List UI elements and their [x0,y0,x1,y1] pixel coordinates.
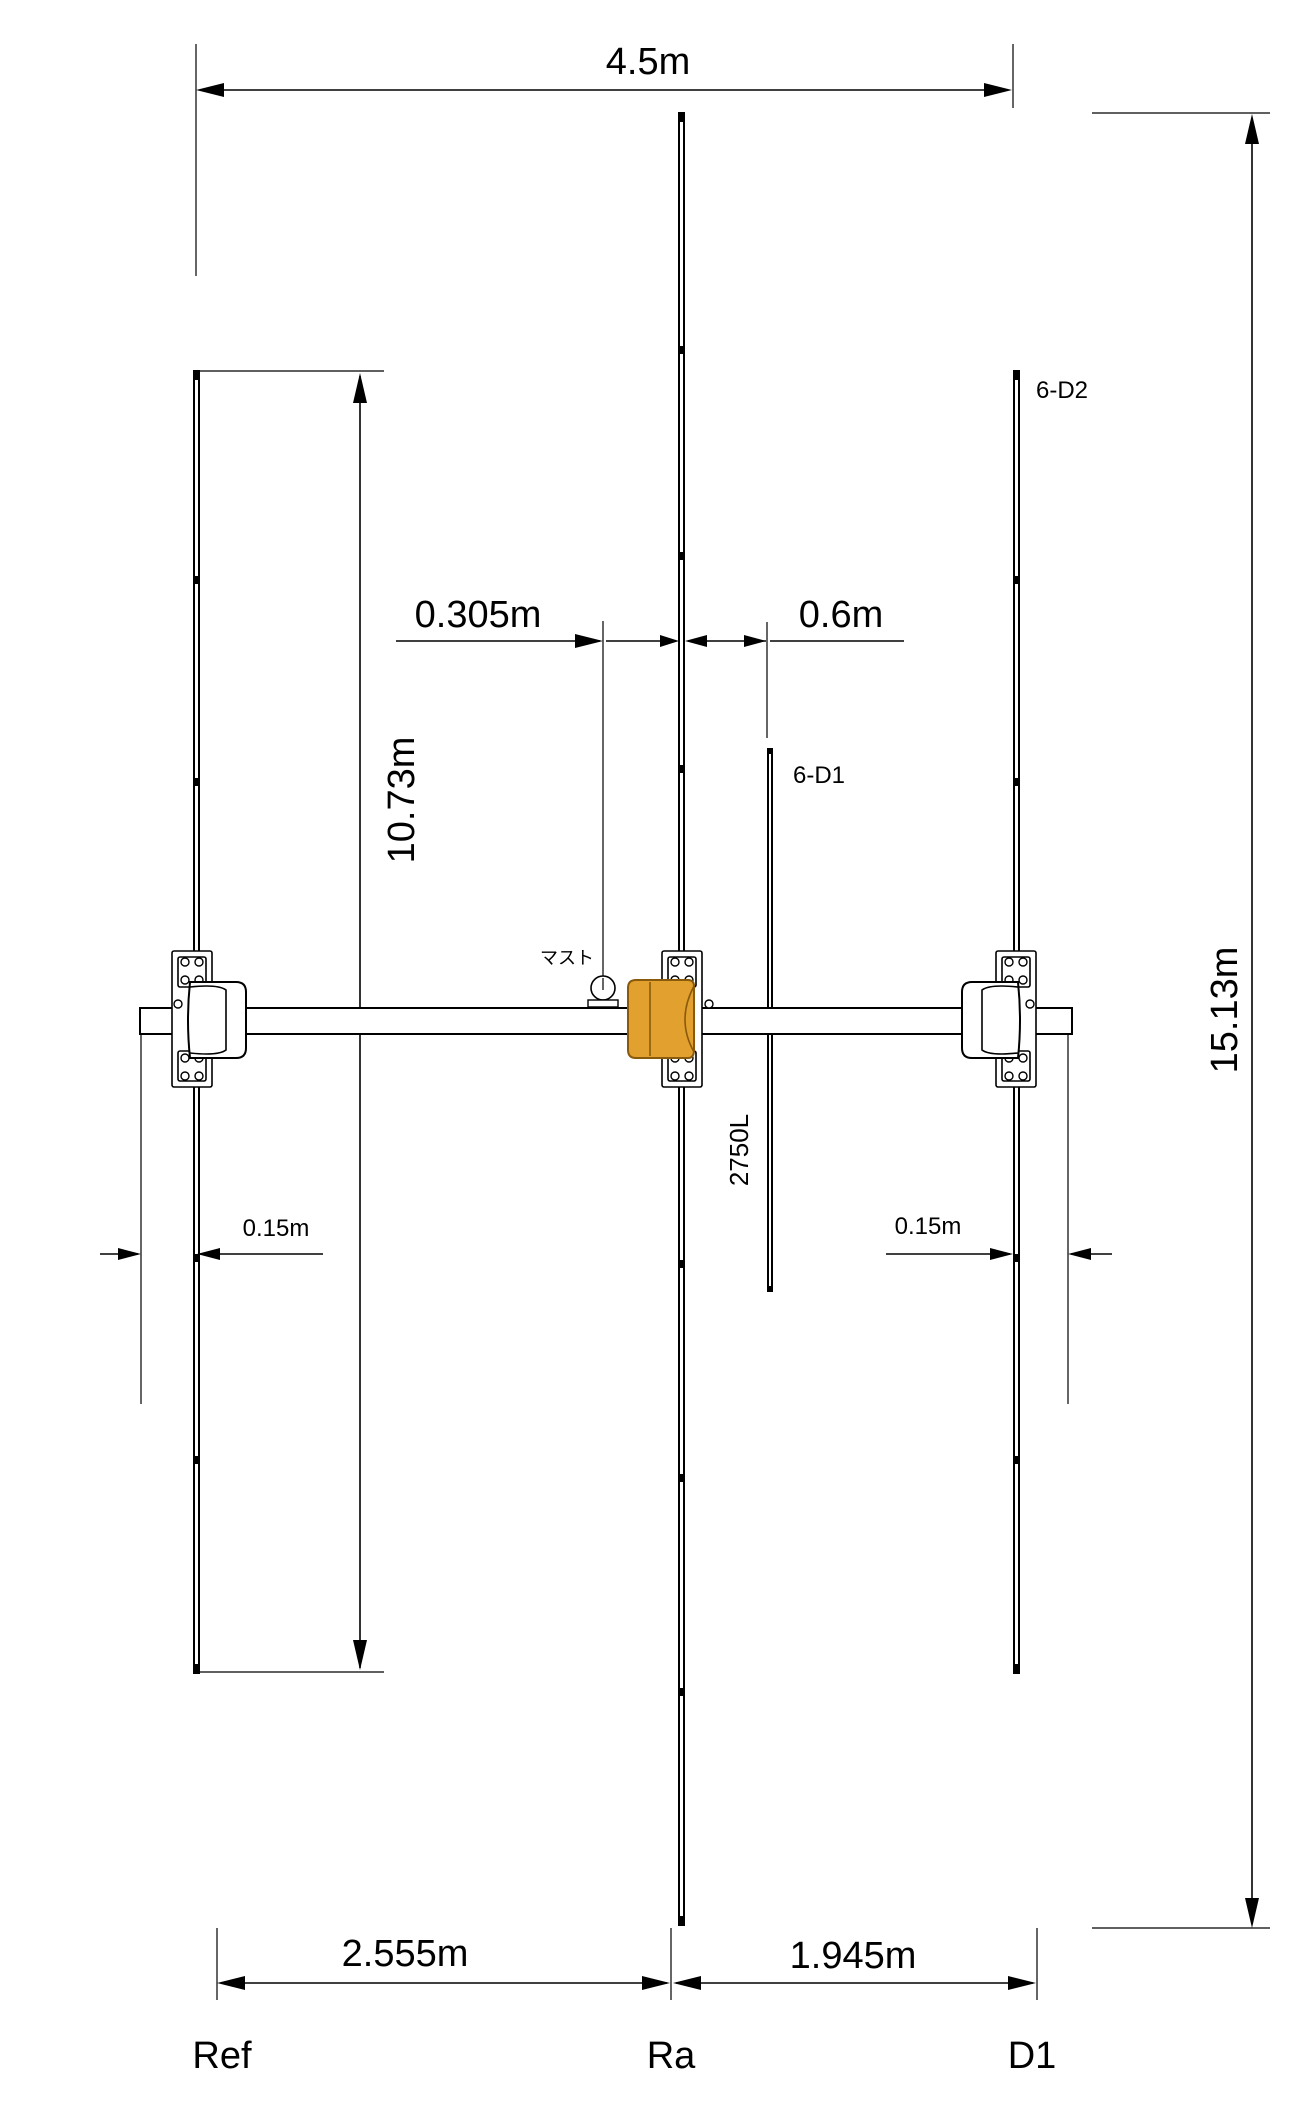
d1-joint [1013,778,1020,786]
overall-height-dimension: 15.13m [1092,112,1270,1929]
feed-box [627,979,695,1059]
ra-label: Ra [647,2035,696,2077]
ref-joint [193,1254,200,1262]
mast: マスト [540,621,619,1008]
ref-tip-gap-label: 0.15m [243,1215,310,1242]
stub-part-label: 6-D1 [793,762,845,789]
ref-tip-gap-dimension: 0.15m [100,1034,323,1404]
ref-label: Ref [192,2035,252,2077]
ref-clamp [187,981,247,1059]
mast-offset-dimension: 0.305m [396,594,679,648]
overall-height-label: 15.13m [1204,947,1246,1074]
d1-clamp [961,981,1021,1059]
ra-joint [678,1688,685,1696]
mast-offset-label: 0.305m [415,594,542,636]
ref-mount [171,950,247,1088]
ra-feed-mount [627,950,714,1088]
ref-joint [193,778,200,786]
ra-to-d1-label: 1.945m [790,1935,917,1977]
mast-label: マスト [540,948,594,968]
stub-offset-label: 0.6m [799,594,883,636]
ref-length-label: 10.73m [381,737,423,864]
ref-joint [193,576,200,584]
d1-joint [1013,576,1020,584]
ra-joint [678,552,685,560]
ra-joint [678,346,685,354]
overall-width-dimension: 4.5m [195,41,1014,276]
d1-label: D1 [1008,2035,1057,2077]
d1-mount [961,950,1037,1088]
boom [139,1007,1073,1035]
ra-joint [678,1260,685,1268]
spacing-dimensions: 2.555m 1.945m [216,1928,1038,2000]
d1-tip-gap-label: 0.15m [895,1213,962,1240]
d1-part-label: 6-D2 [1036,377,1088,404]
ra-joint [678,1474,685,1482]
stub-length-label: 2750L [724,1114,754,1186]
overall-width-label: 4.5m [606,41,690,83]
ra-joint [678,765,685,773]
d1-tip-gap-dimension: 0.15m [886,1034,1112,1404]
ref-joint [193,1456,200,1464]
d1-joint [1013,1254,1020,1262]
mast-base [587,999,619,1008]
ref-to-ra-label: 2.555m [342,1933,469,1975]
stub-offset-dimension: 0.6m [685,594,904,738]
d1-joint [1013,1456,1020,1464]
